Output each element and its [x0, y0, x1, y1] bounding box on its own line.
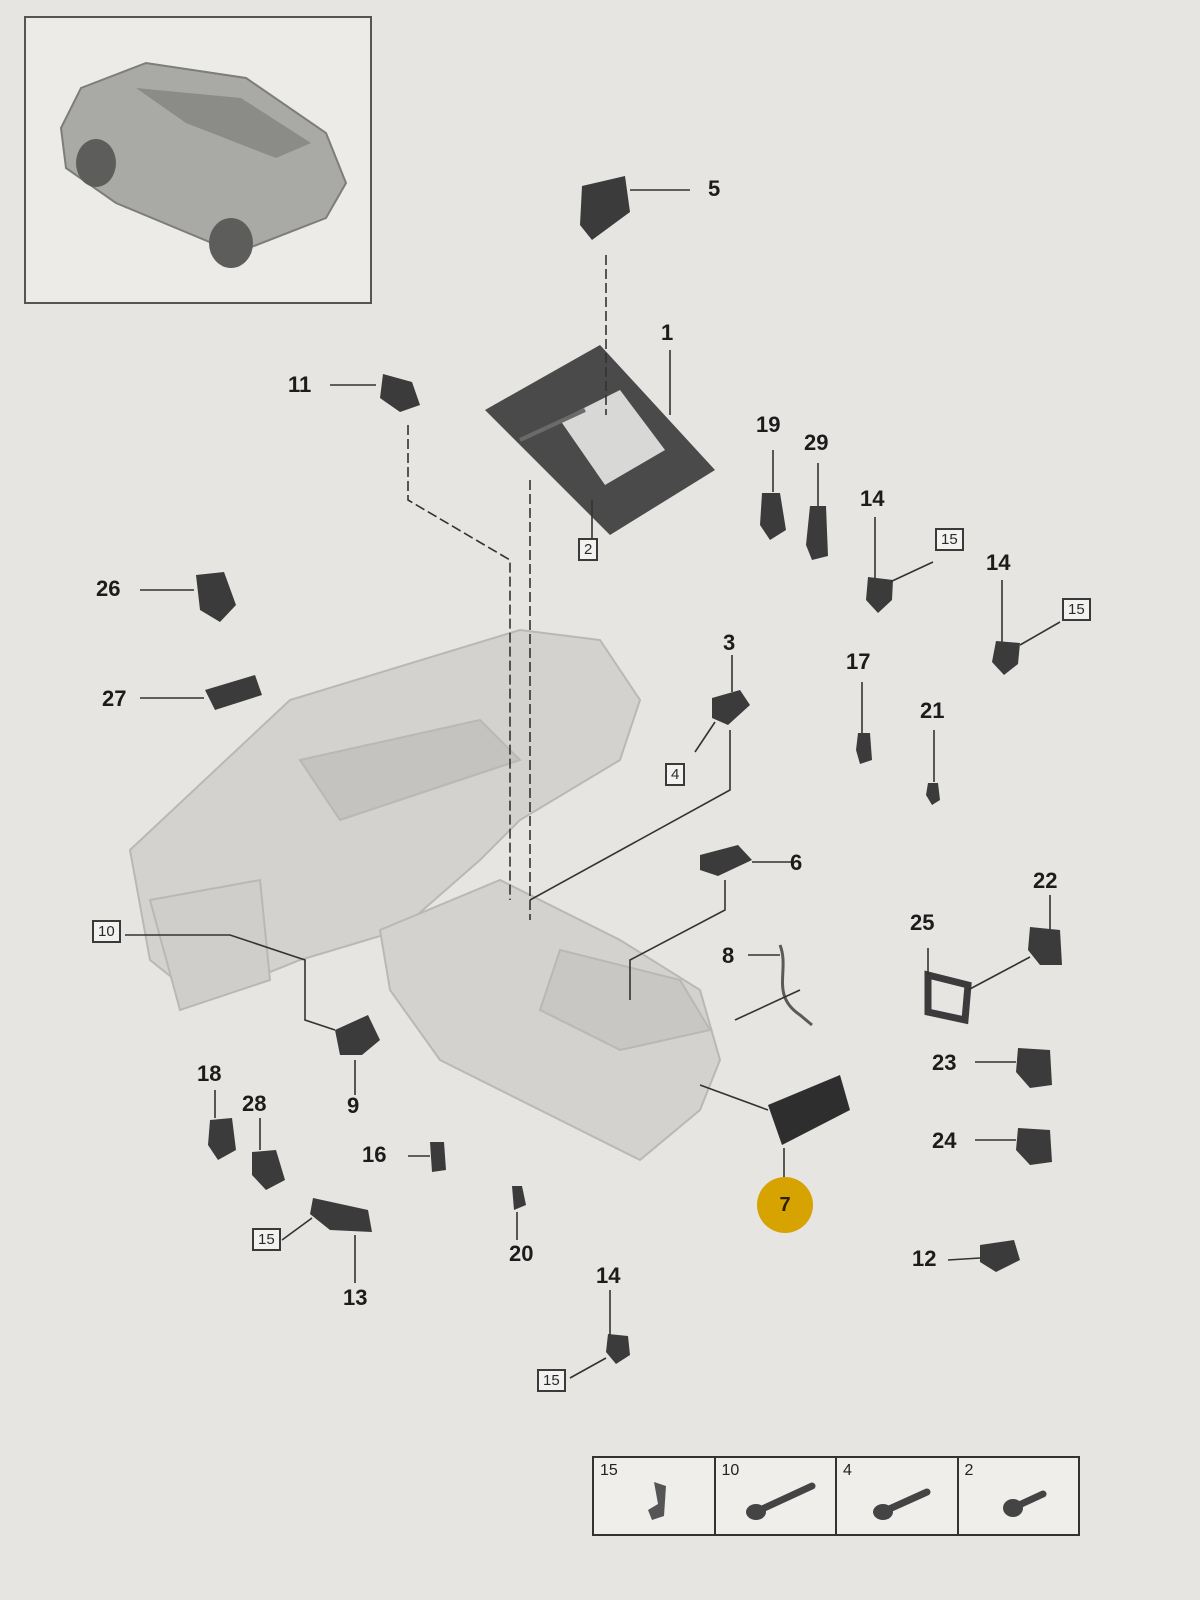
vehicle-thumbnail [24, 16, 372, 304]
part-28 [252, 1150, 285, 1190]
callout-13: 13 [343, 1285, 368, 1310]
callout-25: 25 [910, 910, 935, 935]
part-14a [866, 577, 893, 613]
part-11 [380, 374, 420, 412]
callout-7-label: 7 [779, 1193, 791, 1216]
center-console-body [128, 628, 722, 1162]
legend-cell-2: 2 [959, 1458, 1079, 1534]
part-5 [580, 176, 630, 240]
part-18 [208, 1118, 236, 1160]
callout-16: 16 [362, 1142, 387, 1167]
callout-11: 11 [288, 372, 312, 397]
callout-28: 28 [242, 1091, 267, 1116]
car-icon [59, 61, 348, 268]
legend-number: 4 [843, 1462, 852, 1479]
callout-27: 27 [102, 686, 127, 711]
callout-21: 21 [920, 698, 945, 723]
part-14b [992, 641, 1020, 675]
fastener-legend: 15 10 4 2 [592, 1456, 1080, 1536]
part-21 [926, 783, 940, 805]
boxed-ref-15-d: 15 [537, 1369, 566, 1392]
part-23 [1016, 1048, 1052, 1088]
callout-8: 8 [722, 943, 735, 968]
boxed-ref-15-b: 15 [1062, 598, 1091, 621]
part-3 [712, 690, 750, 725]
callout-23: 23 [932, 1050, 957, 1075]
part-22 [1028, 927, 1062, 965]
part-14c [606, 1334, 630, 1364]
part-25 [924, 970, 972, 1025]
callout-24: 24 [932, 1128, 957, 1153]
medium-screw-icon [873, 1488, 931, 1520]
part-26 [196, 572, 236, 622]
boxed-ref-10: 10 [92, 920, 121, 943]
short-screw-icon [1002, 1490, 1046, 1517]
boxed-ref-15-a: 15 [935, 528, 964, 551]
callout-20: 20 [509, 1241, 534, 1266]
callout-1: 1 [661, 320, 674, 345]
part-29 [806, 506, 828, 560]
callout-14-c: 14 [596, 1263, 621, 1288]
legend-cell-15: 15 [594, 1458, 716, 1534]
callout-29: 29 [804, 430, 829, 455]
callout-14-a: 14 [860, 486, 885, 511]
clip-icon [648, 1482, 666, 1520]
callout-22: 22 [1033, 868, 1058, 893]
part-16 [430, 1142, 446, 1172]
part-27 [205, 675, 262, 710]
legend-cell-4: 4 [837, 1458, 959, 1534]
callout-18: 18 [197, 1061, 222, 1086]
part-24 [1016, 1128, 1052, 1165]
legend-number: 10 [721, 1462, 740, 1479]
callout-19: 19 [756, 412, 781, 437]
leader-lines [125, 189, 1061, 1379]
part-17 [856, 733, 872, 764]
part-19 [760, 493, 786, 540]
small-parts [196, 176, 1062, 1364]
part-9 [335, 1015, 380, 1055]
part-7 [768, 1075, 850, 1145]
part-8-cable [778, 944, 813, 1027]
shifter-trim-frame [485, 345, 715, 535]
part-6 [700, 845, 752, 876]
callout-6: 6 [790, 850, 803, 875]
part-13 [310, 1198, 372, 1232]
legend-number: 15 [600, 1462, 618, 1479]
callout-17: 17 [846, 649, 871, 674]
callout-7-highlighted[interactable]: 7 [757, 1177, 813, 1233]
boxed-ref-15-c: 15 [252, 1228, 281, 1251]
callout-5: 5 [708, 176, 721, 201]
part-12 [980, 1240, 1020, 1272]
callout-9: 9 [347, 1093, 360, 1118]
callout-14-b: 14 [986, 550, 1011, 575]
callout-12: 12 [912, 1246, 937, 1271]
legend-cell-10: 10 [716, 1458, 837, 1534]
part-20 [512, 1186, 526, 1210]
long-screw-icon [745, 1482, 815, 1520]
callout-3: 3 [723, 630, 736, 655]
legend-number: 2 [964, 1462, 974, 1479]
boxed-ref-2: 2 [578, 538, 599, 561]
callout-26: 26 [96, 576, 121, 601]
boxed-ref-4: 4 [665, 763, 686, 786]
